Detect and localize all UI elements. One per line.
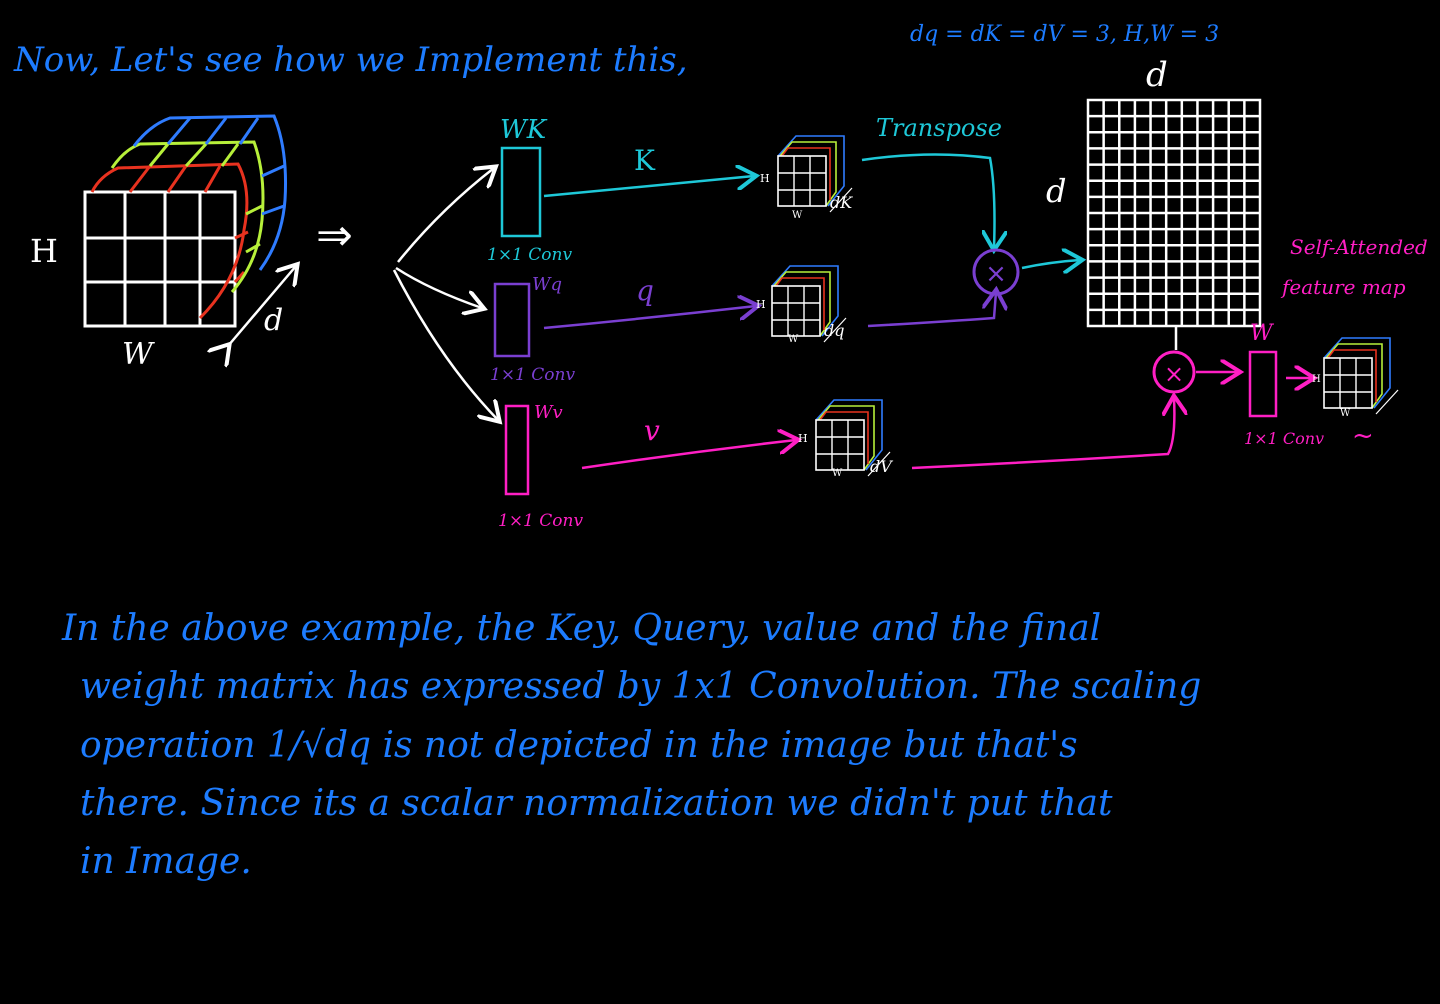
output-weight-box bbox=[1248, 350, 1278, 418]
query-conv-label: 1×1 Conv bbox=[490, 365, 575, 385]
value-cube-w: W bbox=[832, 468, 843, 479]
query-to-multiply bbox=[867, 292, 996, 328]
key-cube: H W dK bbox=[760, 135, 853, 221]
key-stream-label: K bbox=[634, 144, 656, 177]
transpose-path: Transpose bbox=[861, 114, 1002, 248]
implies-arrow: ⇒ bbox=[316, 210, 353, 261]
width-label: W bbox=[122, 337, 155, 372]
key-cube-h: H bbox=[760, 172, 770, 185]
value-cube: H W dV bbox=[798, 399, 893, 479]
paragraph-line-3: operation 1/√dq is not depicted in the i… bbox=[80, 724, 1078, 766]
attention-matrix: d d bbox=[1046, 55, 1262, 328]
query-branch: Wq 1×1 Conv q bbox=[490, 274, 756, 385]
key-weight-box bbox=[500, 146, 542, 238]
key-weight-label: WK bbox=[500, 115, 548, 145]
query-cube: H W dq bbox=[756, 265, 847, 345]
key-branch: WK 1×1 Conv K bbox=[487, 115, 754, 265]
depth-label: d bbox=[264, 303, 283, 338]
output-weight-label: W bbox=[1250, 321, 1275, 346]
qk-multiply-node: × bbox=[972, 248, 1020, 296]
output-annotation: Self-Attended feature map bbox=[1280, 235, 1434, 299]
query-cube-dim: dq bbox=[824, 321, 844, 340]
paragraph-line-2: weight matrix has expressed by 1x1 Convo… bbox=[80, 666, 1202, 708]
paragraph-line-1: In the above example, the Key, Query, va… bbox=[62, 608, 1102, 649]
query-cube-w: W bbox=[788, 334, 799, 345]
branch-arrows bbox=[392, 168, 498, 420]
output-conv-label: 1×1 Conv bbox=[1244, 429, 1324, 448]
key-cube-dim: dK bbox=[830, 193, 853, 212]
explanation-paragraph: In the above example, the Key, Query, va… bbox=[62, 600, 1392, 892]
value-stream-label: v bbox=[644, 414, 660, 447]
value-cube-dim: dV bbox=[870, 457, 893, 476]
output-cube-w: W bbox=[1340, 408, 1351, 419]
dimension-params: dq = dK = dV = 3, H,W = 3 bbox=[910, 22, 1220, 47]
value-branch: Wv 1×1 Conv v bbox=[498, 402, 796, 531]
annotation-line-1: Self-Attended bbox=[1290, 235, 1428, 259]
value-weight-box bbox=[504, 404, 530, 496]
av-multiply-symbol: × bbox=[1164, 360, 1184, 388]
av-multiply-node: × bbox=[1152, 350, 1196, 394]
output-cube-h: H bbox=[1312, 374, 1321, 385]
heading: Now, Let's see how we Implement this, bbox=[14, 40, 688, 80]
matrix-top-label: d bbox=[1146, 55, 1168, 95]
annotation-line-2: feature map bbox=[1280, 275, 1406, 299]
qk-multiply-symbol: × bbox=[985, 259, 1007, 289]
query-weight-box bbox=[493, 282, 531, 358]
value-cube-h: H bbox=[798, 432, 808, 445]
query-cube-h: H bbox=[756, 298, 766, 311]
output-branch: W 1×1 Conv Self-Attended feature map ~ bbox=[1244, 235, 1434, 451]
key-cube-w: W bbox=[792, 210, 803, 221]
transpose-label: Transpose bbox=[876, 114, 1002, 142]
paragraph-line-4: there. Since its a scalar normalization … bbox=[80, 782, 1113, 824]
input-feature-cube: H W d bbox=[30, 114, 296, 372]
value-weight-label: Wv bbox=[534, 402, 563, 423]
height-label: H bbox=[30, 232, 58, 270]
matrix-side-label: d bbox=[1046, 172, 1066, 210]
output-cube: H W bbox=[1312, 337, 1399, 419]
query-weight-label: Wq bbox=[532, 274, 562, 295]
key-conv-label: 1×1 Conv bbox=[487, 245, 572, 265]
query-stream-label: q bbox=[636, 274, 654, 307]
output-tilde: ~ bbox=[1352, 421, 1374, 451]
value-to-multiply bbox=[911, 398, 1174, 470]
value-conv-label: 1×1 Conv bbox=[498, 511, 583, 531]
paragraph-line-5: in Image. bbox=[80, 841, 252, 883]
to-attention-matrix bbox=[1021, 260, 1080, 268]
